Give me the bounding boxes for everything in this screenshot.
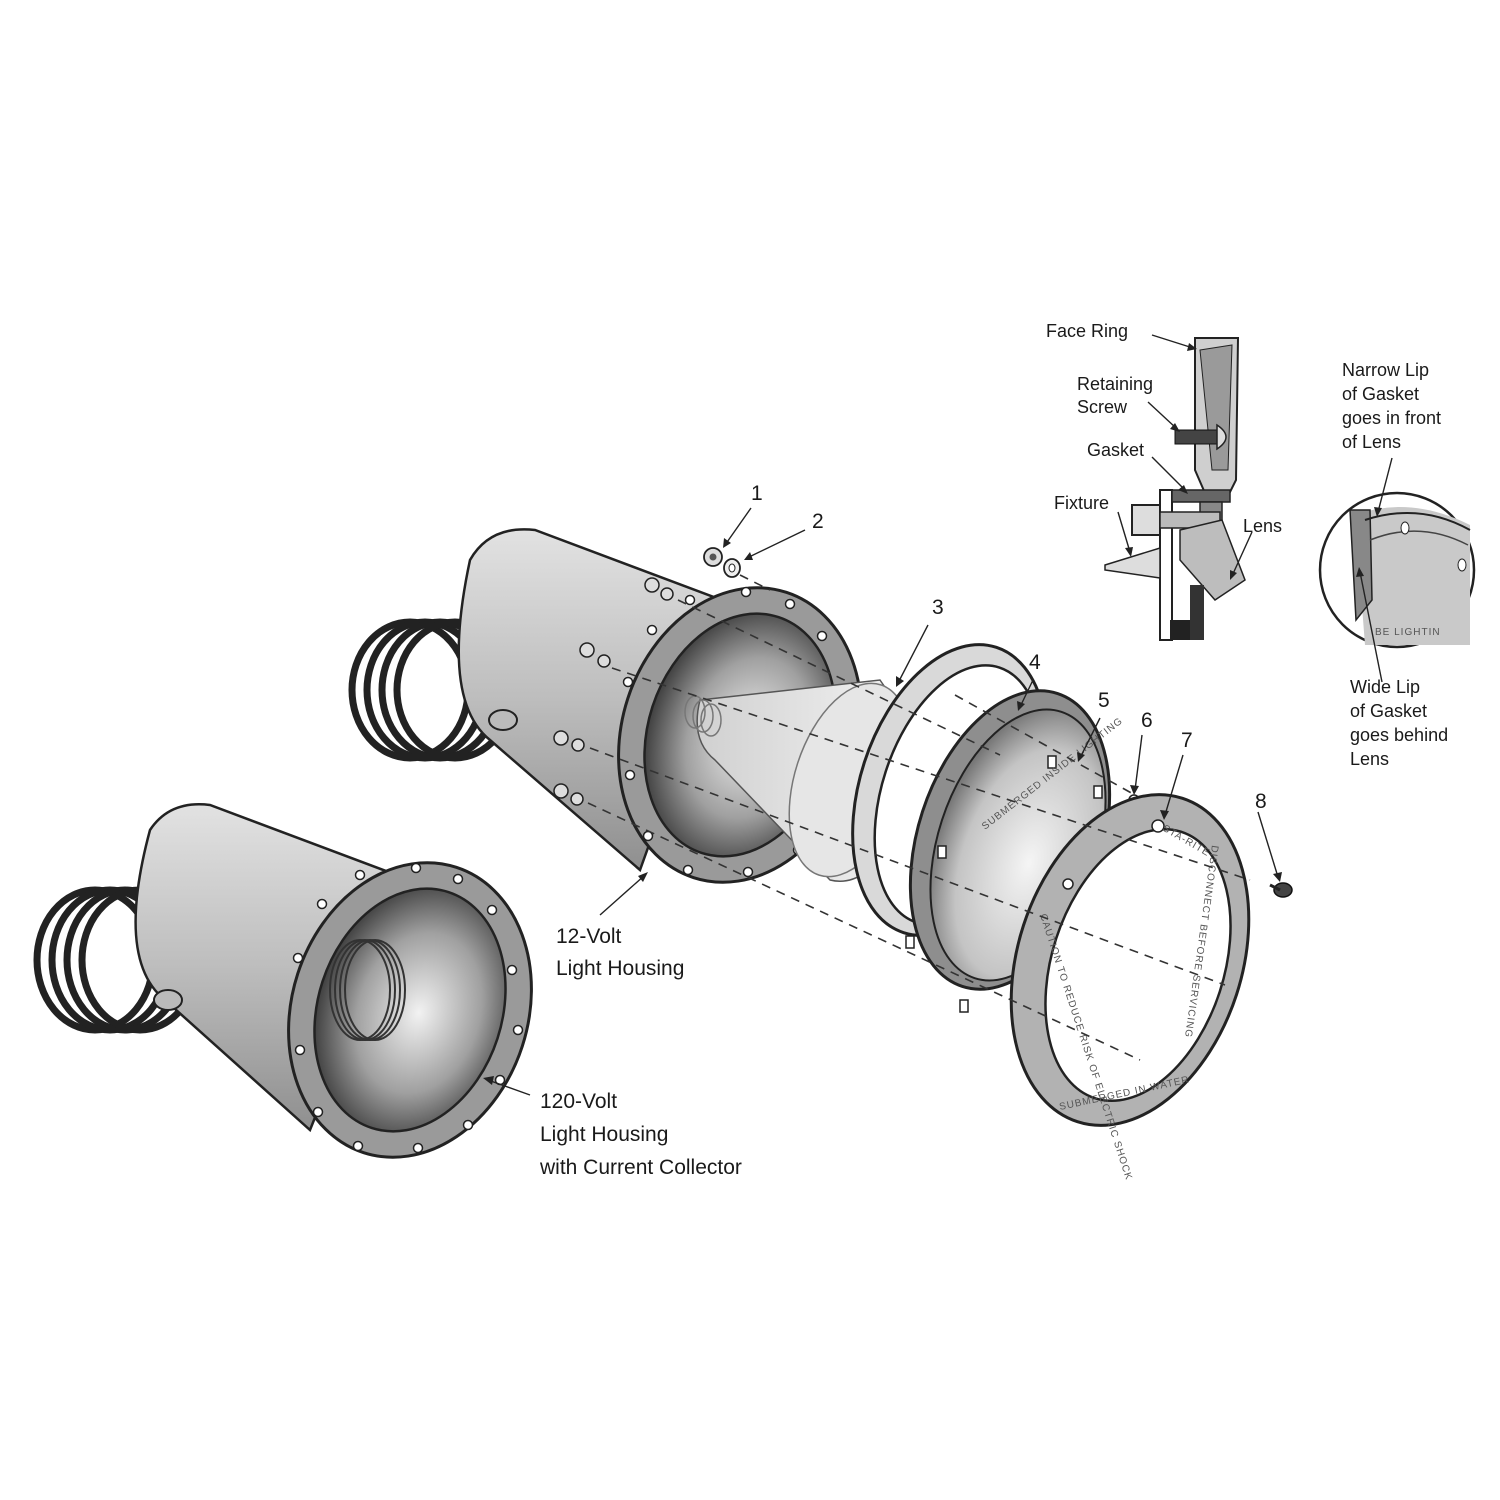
label-12v-line2: Light Housing — [556, 957, 684, 980]
part-number-5: 5 — [1098, 689, 1110, 712]
label-120v-line3: with Current Collector — [539, 1156, 742, 1179]
section-lens-label: Lens — [1243, 516, 1282, 536]
gasket-wide-line3: goes behind — [1350, 725, 1448, 745]
part-number-2: 2 — [812, 510, 824, 533]
part-washer — [723, 558, 741, 578]
part-face-ring: STA-RITE CAUTION TO REDUCE RISK OF ELECT… — [1009, 793, 1251, 1182]
assembly-lines — [587, 574, 1251, 1061]
gasket-narrow-line2: of Gasket — [1342, 384, 1419, 404]
gasket-detail: BE LIGHTIN Narrow Lip of Gasket goes in … — [1318, 360, 1476, 769]
section-face-ring-label: Face Ring — [1046, 321, 1128, 341]
part-number-8: 8 — [1255, 790, 1267, 813]
label-12v-line1: 12-Volt — [556, 925, 622, 948]
part-number-3: 3 — [932, 596, 944, 619]
part-number-leaders — [723, 507, 1282, 882]
housing-120v — [33, 803, 533, 1159]
part-number-7: 7 — [1181, 729, 1193, 752]
label-120v-line2: Light Housing — [540, 1123, 668, 1146]
section-retaining-label-1: Retaining — [1077, 374, 1153, 394]
part-number-4: 4 — [1029, 651, 1041, 674]
section-fixture-label: Fixture — [1054, 493, 1109, 513]
section-detail: Face Ring Retaining Screw Gasket Fixture… — [1046, 321, 1282, 641]
lens-notches — [905, 755, 1103, 1013]
section-gasket-label: Gasket — [1087, 440, 1144, 460]
section-retaining-label-2: Screw — [1077, 397, 1128, 417]
label-120v-line1: 120-Volt — [540, 1090, 617, 1113]
part-nut — [703, 547, 723, 567]
gasket-narrow-line4: of Lens — [1342, 432, 1401, 452]
label-12v-housing: 12-Volt Light Housing — [556, 872, 684, 980]
gasket-wide-line4: Lens — [1350, 749, 1389, 769]
conduit-fitting-12v — [488, 709, 518, 731]
flange-holes-120v — [292, 862, 524, 1154]
gasket-detail-embossed: BE LIGHTIN — [1375, 627, 1441, 638]
label-120v-housing: 120-Volt Light Housing with Current Coll… — [483, 1076, 742, 1179]
housing-nuts — [553, 577, 674, 806]
part-screw — [1269, 882, 1293, 898]
gasket-narrow-line1: Narrow Lip — [1342, 360, 1429, 380]
part-number-6: 6 — [1141, 709, 1153, 732]
gasket-wide-line1: Wide Lip — [1350, 677, 1420, 697]
conduit-fitting-120v — [153, 989, 183, 1011]
gasket-wide-line2: of Gasket — [1350, 701, 1427, 721]
part-number-1: 1 — [751, 482, 763, 505]
gasket-narrow-line3: goes in front — [1342, 408, 1441, 428]
current-collector — [329, 939, 406, 1041]
